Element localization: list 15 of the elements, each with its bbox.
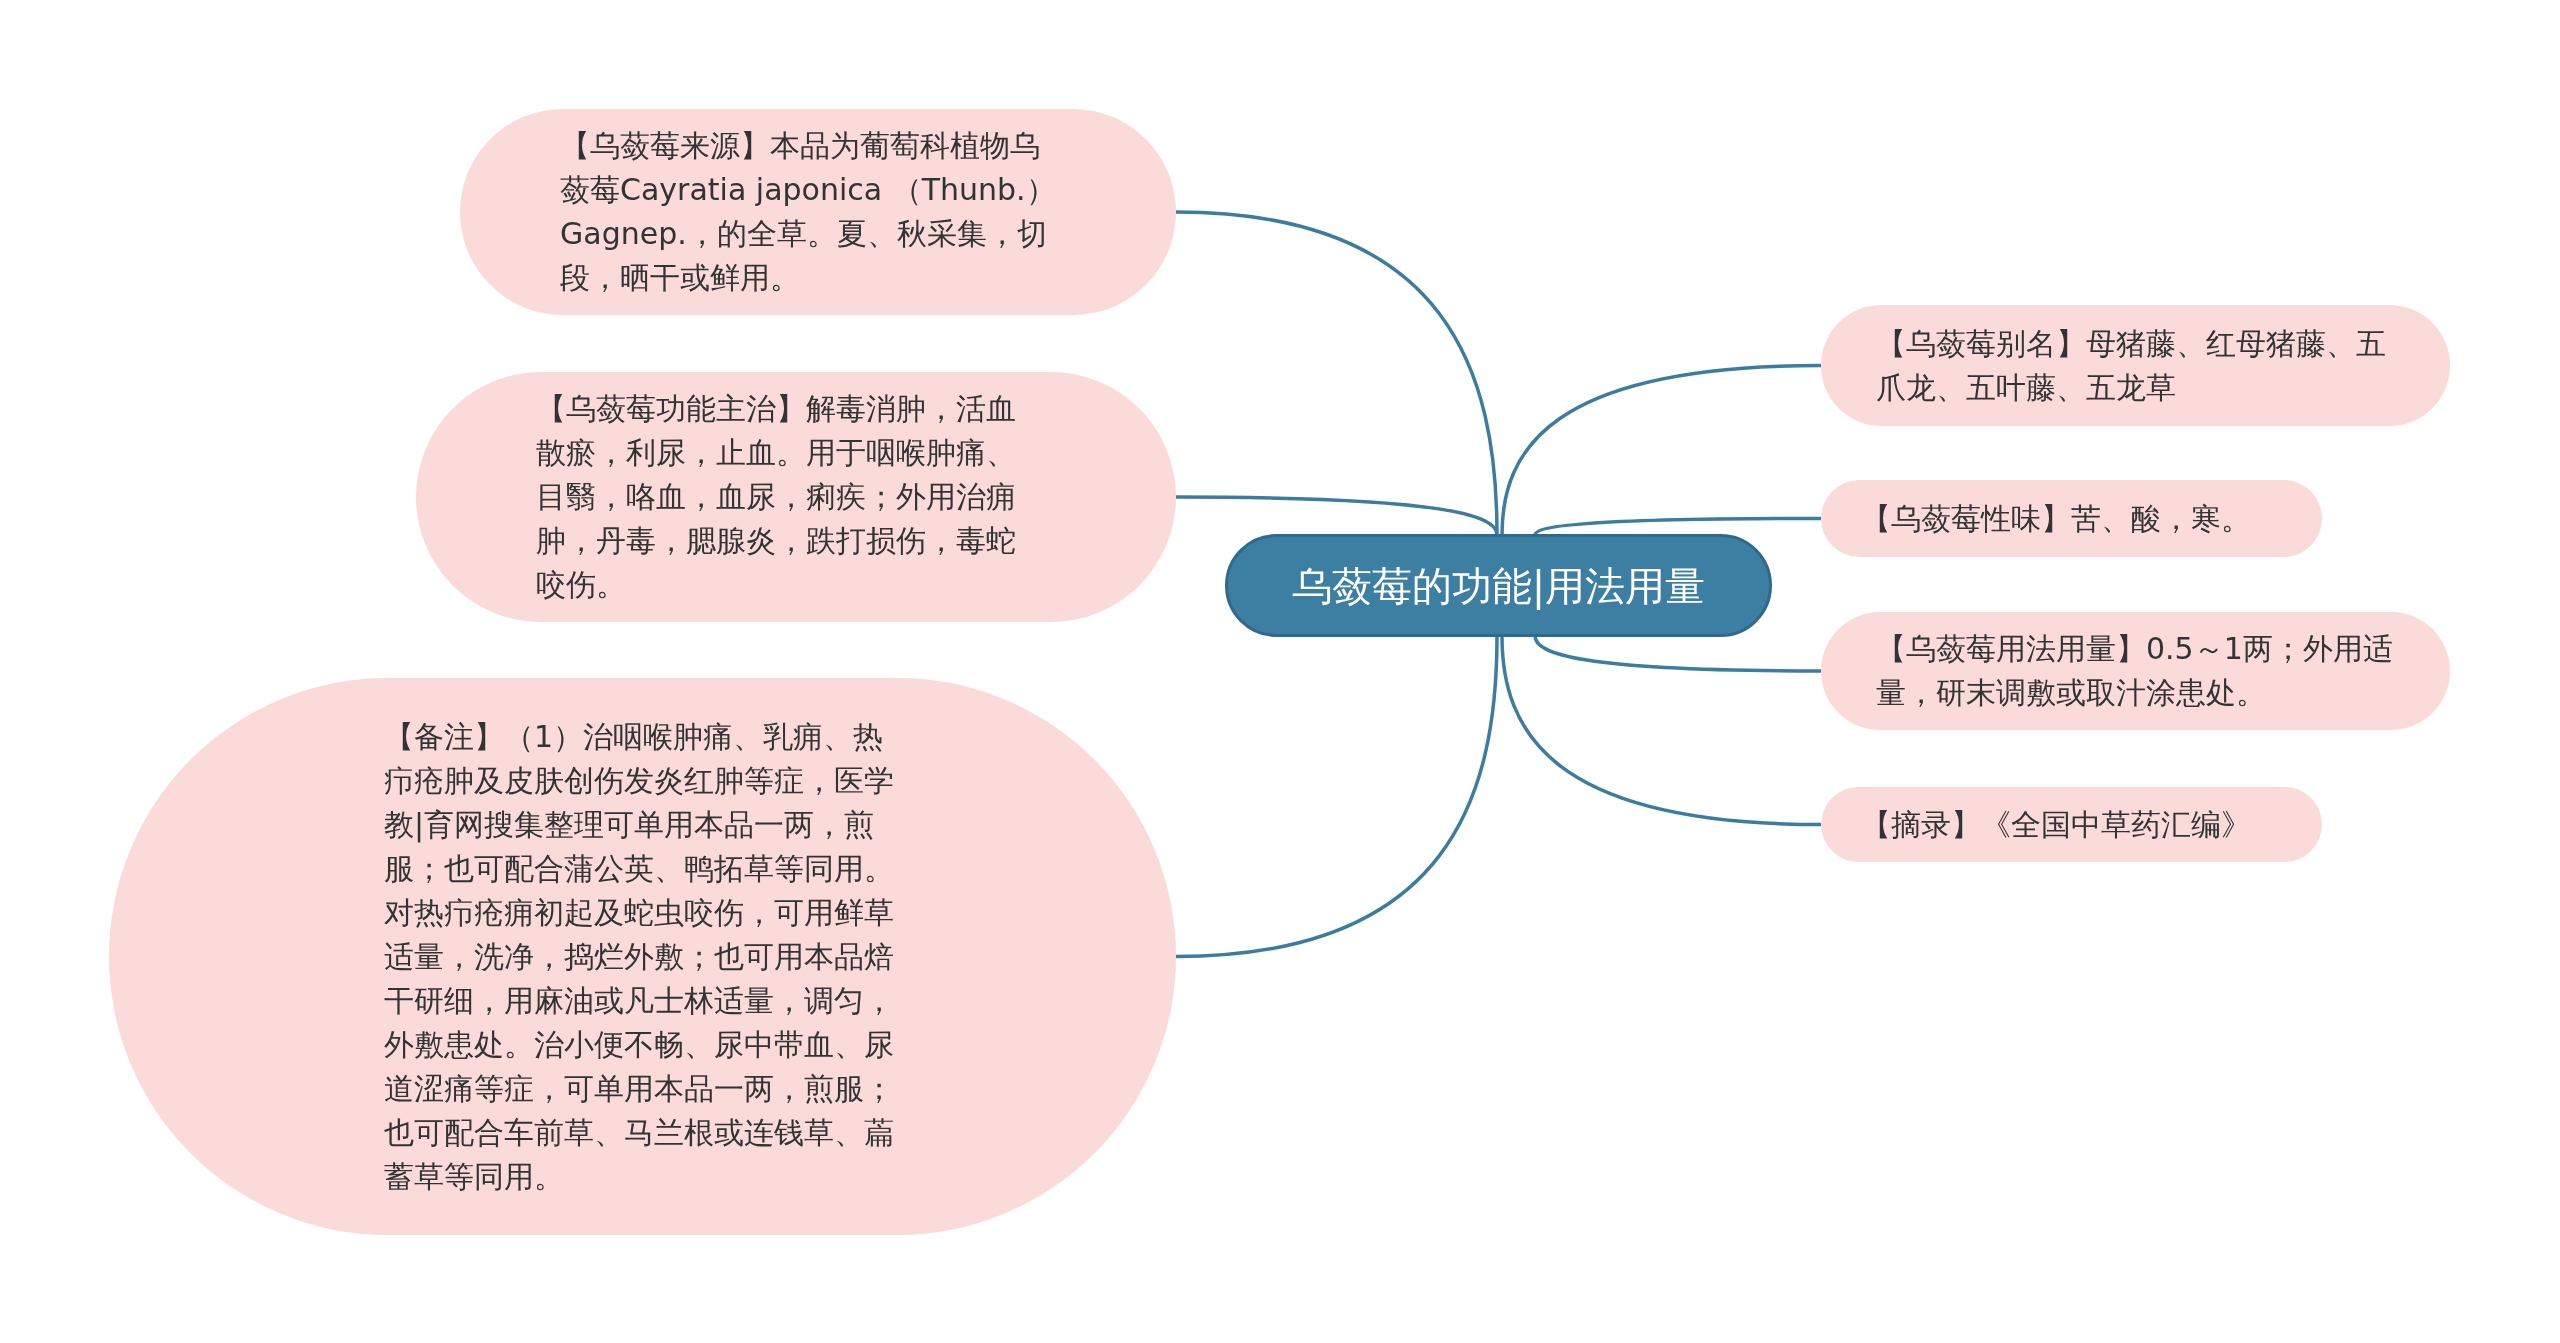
topic-text: 【备注】（1）治咽喉肿痛、乳痈、热疖疮肿及皮肤创伤发炎红肿等症，医学教|育网搜集整理可单用本品一两，煎服；也可配合蒲公英、鸭拓草等同用。对热疖疮痈初起及蛇虫咬伤，可用鲜草适量，洗净，捣烂外敷；也可用本品焙干研细，用麻油或凡士林适量，调匀，外敷患处。治小便不畅、尿中带血、尿道涩痛等症，可单用本品一两，煎服；也可配合车前草、马兰根或连钱草、萹蓄草等同用。 [384, 717, 894, 1196]
connector-line [1500, 363, 1822, 536]
topic-text: 【乌蔹莓别名】母猪藤、红母猪藤、五爪龙、五叶藤、五龙草 [1876, 324, 2387, 407]
topic-text: 【乌蔹莓用法用量】0.5～1两；外用适量，研末调敷或取汁涂患处。 [1876, 630, 2394, 712]
connector-line [1533, 516, 1821, 536]
connector-line [1175, 210, 1499, 536]
topic-text: 【乌蔹莓来源】本品为葡萄科植物乌蔹莓Cayratia japonica （Thunb.）Gagnep.，的全草。夏、秋采集，切段，晒干或鲜用。 [560, 127, 1057, 297]
topic-text: 【乌蔹莓性味】苦、酸，寒。 [1861, 499, 2252, 538]
topic-text: 【乌蔹莓功能主治】解毒消肿，活血散瘀，利尿，止血。用于咽喉肿痛、目翳，咯血，血尿，痢疾；外用治痈肿，丹毒，腮腺炎，跌打损伤，毒蛇咬伤。 [536, 390, 1017, 604]
connector-line [1176, 495, 1499, 536]
connector-line [1533, 635, 1821, 673]
topic-text: 【摘录】《全国中草药汇编》 [1861, 805, 2252, 844]
topic-title: 乌蔹莓的功能|用法用量 [1290, 561, 1707, 611]
connector-line [1500, 635, 1822, 827]
connector-line [1175, 635, 1499, 959]
